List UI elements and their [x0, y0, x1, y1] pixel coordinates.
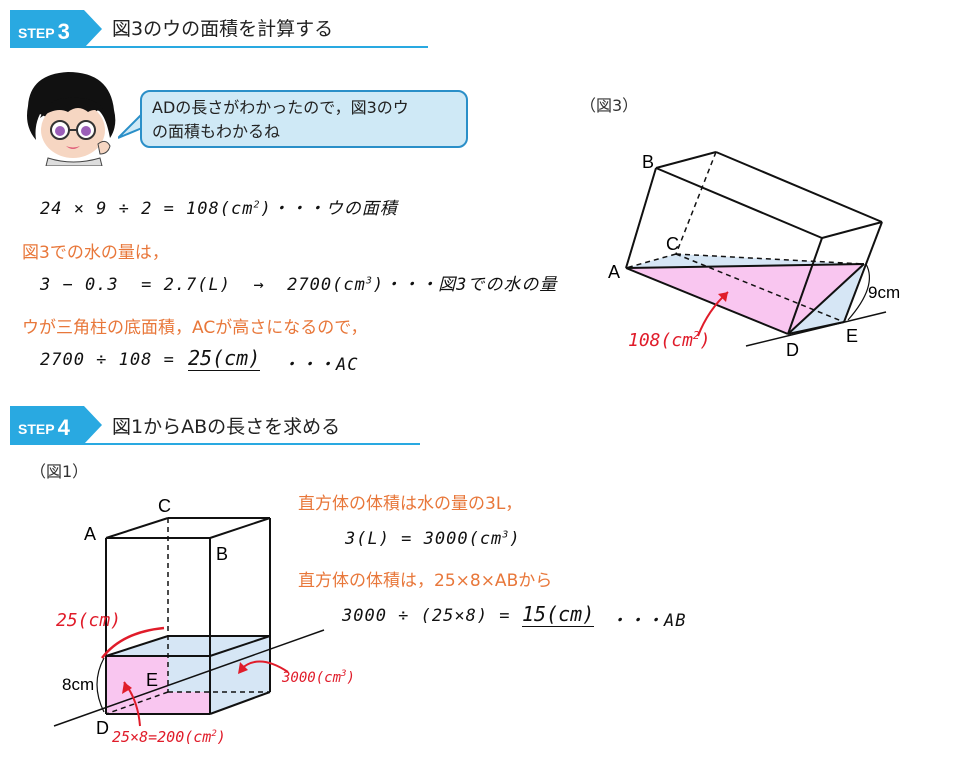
fig1-dim-8cm: 8cm	[62, 675, 94, 694]
fig3-area-note: 108(cm2)	[628, 329, 711, 351]
avatar	[27, 72, 116, 166]
speech-bubble: ADの長さがわかったので，図3のウ の面積もわかるね	[140, 90, 468, 148]
fig1-label-b: B	[216, 544, 228, 564]
volume-label-1: 直方体の体積は水の量の3L，	[298, 494, 523, 514]
figure-3: B C A D E 9cm 108(cm2)	[608, 151, 900, 360]
base-label: ウが三角柱の底面積，ACが高さになるので，	[22, 318, 368, 338]
figure-1: A C B E D 8cm 25(cm) 3000(cm3) 25×8=200(…	[53, 496, 355, 746]
calc-ab: 3000 ÷ (25×8) =	[342, 606, 522, 626]
fig1-label-d: D	[96, 718, 109, 738]
calc-volume: 3(L) = 3000(cm3)	[345, 529, 521, 549]
fig1-label-e: E	[146, 670, 158, 690]
fig1-caption: （図1）	[30, 462, 89, 481]
ac-answer: 25(cm)	[188, 346, 261, 371]
fig3-caption: （図3）	[580, 96, 639, 115]
step4-title: 図1からABの長さを求める	[112, 416, 341, 438]
volume-label-2: 直方体の体積は，25×8×ABから	[298, 571, 553, 591]
fig3-label-c: C	[666, 234, 679, 254]
step4-rule	[10, 443, 420, 445]
step-badge-shape	[10, 10, 102, 48]
fig1-dim-25cm: 25(cm)	[56, 610, 121, 631]
speech-line-2: の面積もわかるね	[152, 122, 281, 141]
calc-ac: 2700 ÷ 108 =	[40, 350, 187, 370]
fig1-water-back	[168, 636, 210, 692]
ac-tail: ・・・AC	[282, 355, 359, 375]
fig3-label-d: D	[786, 340, 799, 360]
fig1-label-c: C	[158, 496, 171, 516]
fig1-water-side	[210, 636, 270, 714]
fig1-label-a: A	[84, 524, 96, 544]
fig3-triangle-face	[626, 264, 864, 334]
step-badge-shape	[10, 406, 102, 444]
fig3-label-e: E	[846, 326, 858, 346]
step3-rule	[10, 46, 428, 48]
calc-water: 3 − 0.3 = 2.7(L) → 2700(cm3)・・・図3での水の量	[40, 275, 558, 295]
calc-area: 24 × 9 ÷ 2 = 108(cm2)・・・ウの面積	[40, 199, 398, 219]
step3-title: 図3のウの面積を計算する	[112, 18, 334, 40]
water-label: 図3での水の量は，	[22, 243, 169, 263]
fig3-label-b: B	[642, 152, 654, 172]
ab-answer: 15(cm)	[522, 602, 595, 627]
fig1-volume-note: 3000(cm3)	[281, 669, 355, 686]
fig1-area-note: 25×8=200(cm2)	[112, 728, 226, 746]
speech-line-1: ADの長さがわかったので，図3のウ	[152, 98, 409, 117]
fig3-label-a: A	[608, 262, 620, 282]
ab-tail: ・・・AB	[610, 611, 687, 631]
fig3-dim-9cm: 9cm	[868, 283, 900, 302]
